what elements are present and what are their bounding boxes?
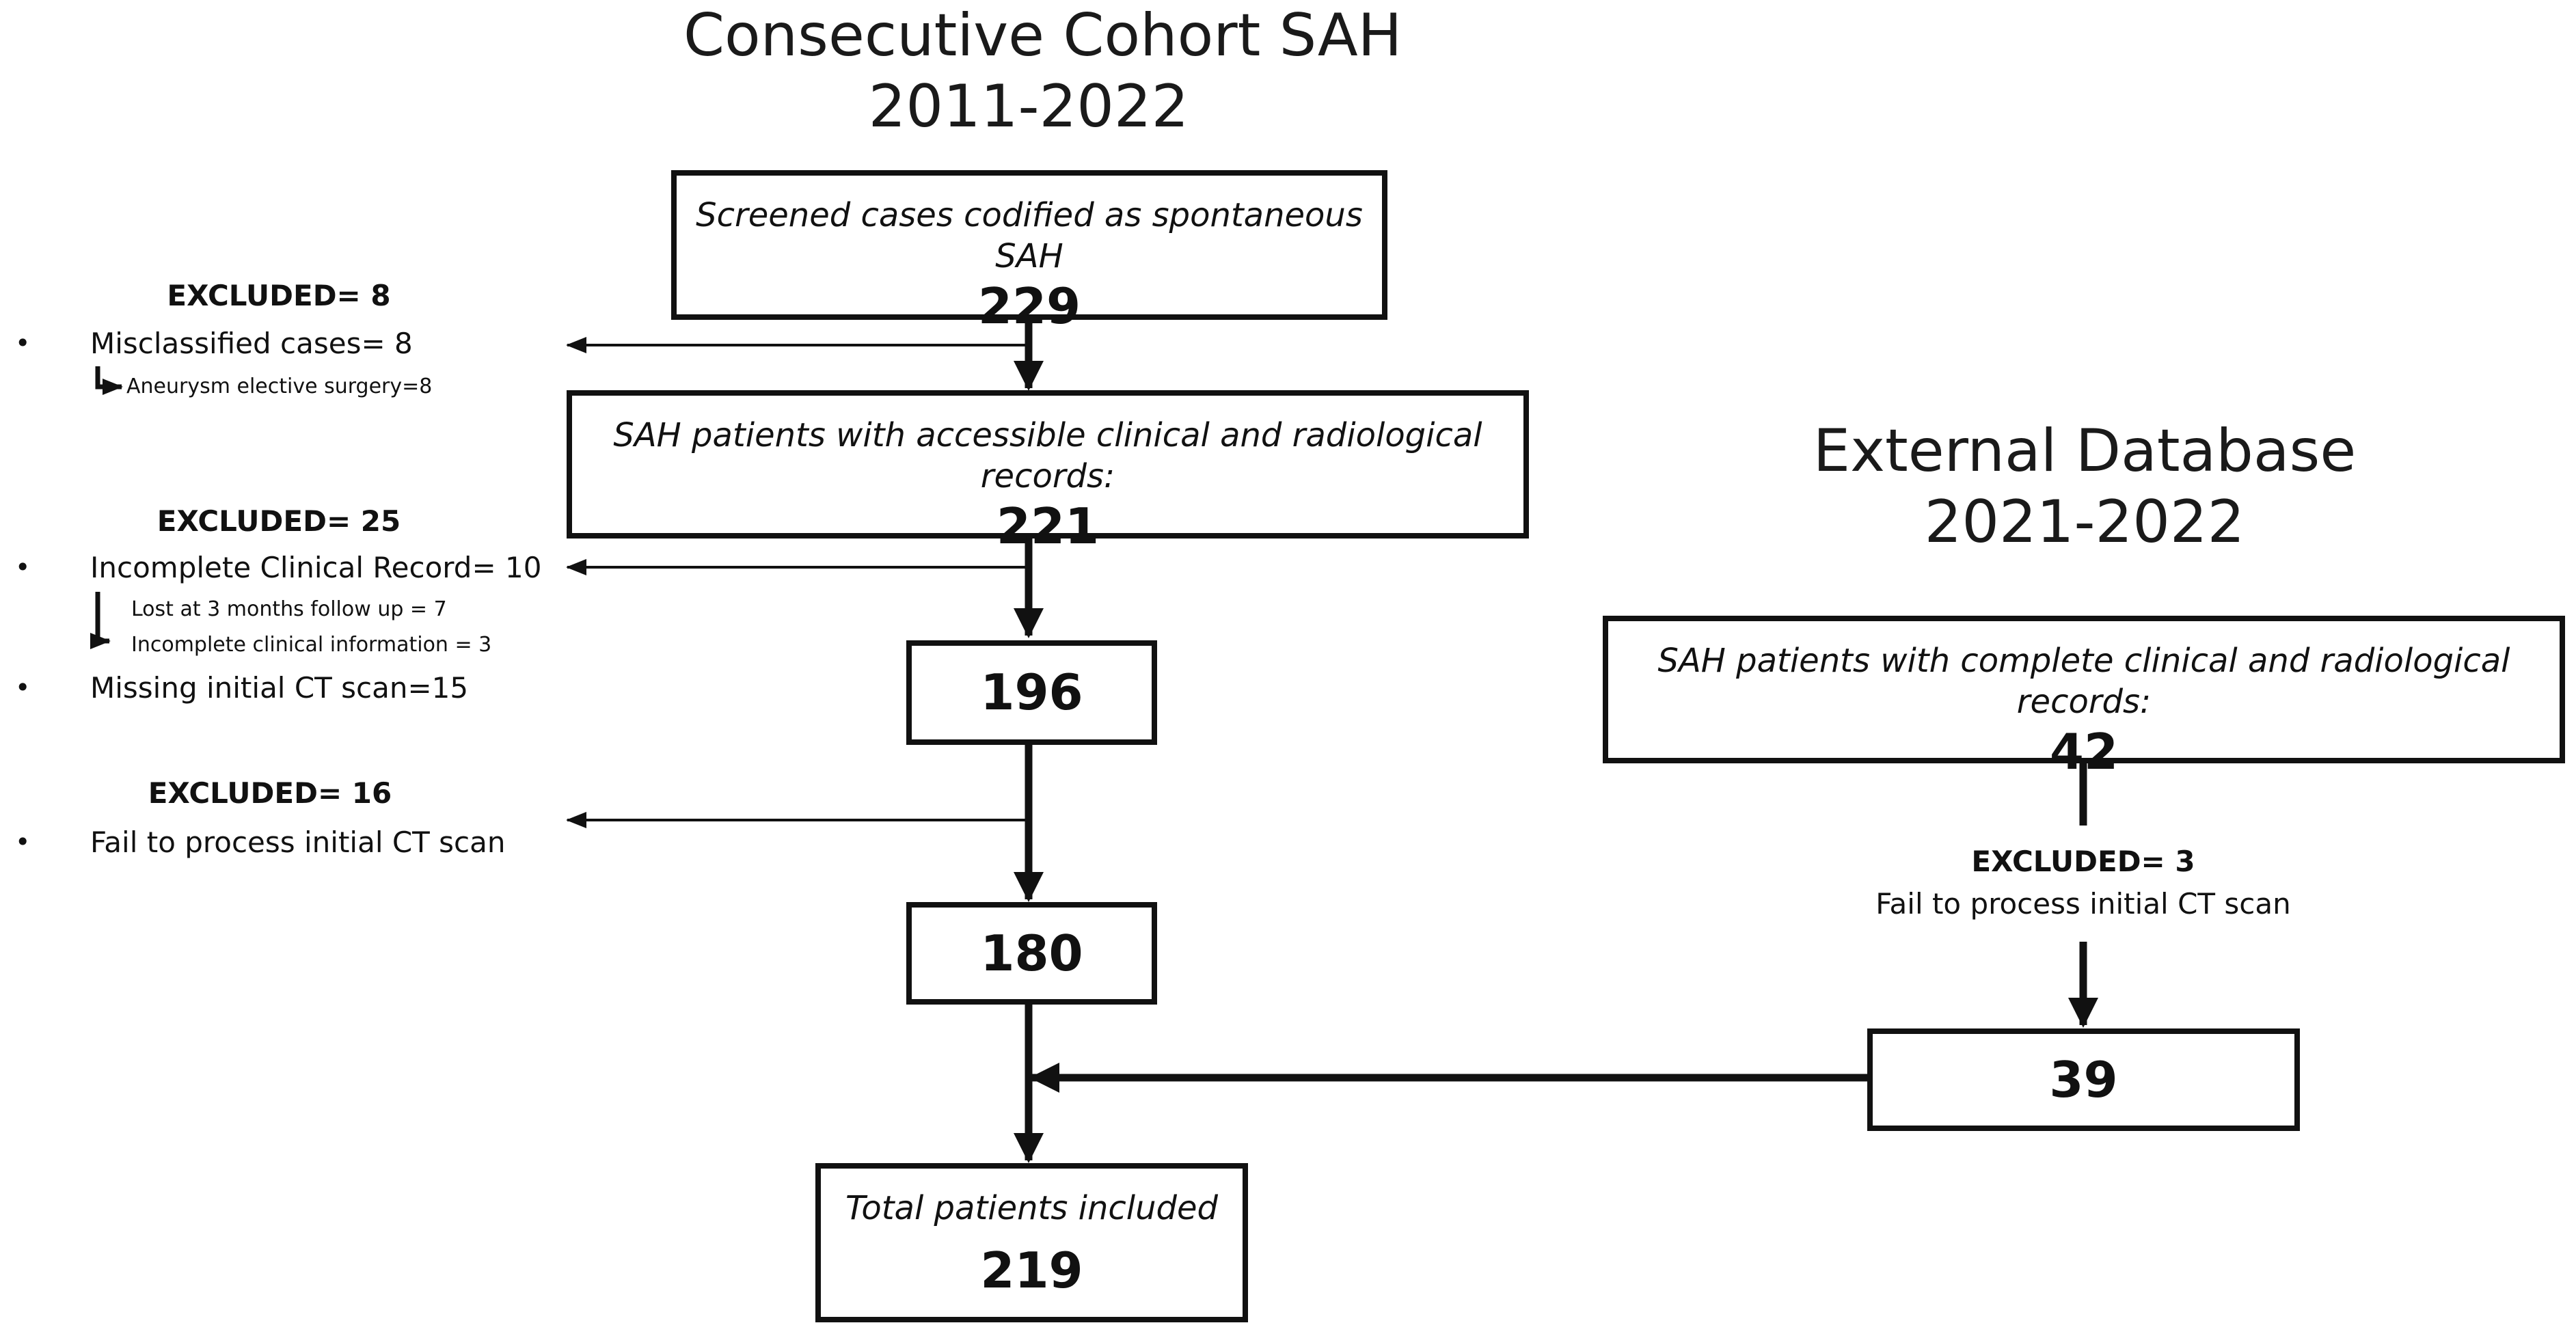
exclusion-2-item-2-text: Missing initial CT scan=15 <box>90 671 469 705</box>
external-final-count: 39 <box>2049 1051 2118 1108</box>
exclusion-2-item-1-bullet: • <box>15 552 31 582</box>
accessible-records-box: SAH patients with accessible clinical an… <box>567 390 1529 555</box>
exclusion-2-heading: EXCLUDED= 25 <box>157 504 401 538</box>
screened-cases-box: Screened cases codified as spontaneous S… <box>671 170 1387 335</box>
accessible-records-caption: SAH patients with accessible clinical an… <box>613 416 1482 495</box>
exclusion-1-heading: EXCLUDED= 8 <box>167 279 391 312</box>
external-records-count: 42 <box>2049 723 2119 780</box>
exclusion-1-item-1-bullet: • <box>15 328 31 358</box>
step3-box: 196 <box>906 640 1157 745</box>
exclusion-2-item-1-text: Incomplete Clinical Record= 10 <box>90 551 542 584</box>
step4-box: 180 <box>906 902 1157 1005</box>
external-final-box: 39 <box>1867 1028 2300 1131</box>
hook-arrow-incomplete-record <box>90 592 111 649</box>
total-included-box: Total patients included 219 <box>815 1163 1248 1322</box>
cohort-title-line1: Consecutive Cohort SAH <box>683 1 1402 70</box>
exclusion-2-item-1-sub-2: Incomplete clinical information = 3 <box>131 633 492 657</box>
cohort-title-line2: 2011-2022 <box>868 72 1189 141</box>
cohort-title: Consecutive Cohort SAH 2011-2022 <box>683 0 1402 142</box>
external-title-line2: 2021-2022 <box>1924 488 2245 556</box>
exclusion-1-item-1-sub-1: Aneurysm elective surgery=8 <box>126 374 433 398</box>
exclusion-2-item-2-bullet: • <box>15 672 31 703</box>
external-records-caption: SAH patients with complete clinical and … <box>1657 642 2510 721</box>
exclusion-2-item-1-sub-1: Lost at 3 months follow up = 7 <box>131 597 447 621</box>
step4-count: 180 <box>980 925 1083 982</box>
external-excluded-heading: EXCLUDED= 3 <box>1971 845 2195 878</box>
exclusion-1-item-1-text: Misclassified cases= 8 <box>90 327 413 360</box>
external-excluded-reason: Fail to process initial CT scan <box>1875 887 2291 921</box>
accessible-records-count: 221 <box>996 497 1100 555</box>
screened-cases-caption: Screened cases codified as spontaneous S… <box>696 196 1363 275</box>
exclusion-3-item-1-bullet: • <box>15 827 31 857</box>
step3-count: 196 <box>980 664 1083 721</box>
external-title-line1: External Database <box>1813 417 2357 485</box>
total-included-caption: Total patients included <box>845 1189 1219 1227</box>
external-records-box: SAH patients with complete clinical and … <box>1603 616 2565 780</box>
total-included-count: 219 <box>980 1242 1083 1299</box>
screened-cases-count: 229 <box>977 277 1081 335</box>
hook-arrow-misclassified <box>95 366 123 395</box>
external-title: External Database 2021-2022 <box>1743 415 2426 558</box>
exclusion-3-heading: EXCLUDED= 16 <box>148 776 392 810</box>
exclusion-3-item-1-text: Fail to process initial CT scan <box>90 826 506 859</box>
